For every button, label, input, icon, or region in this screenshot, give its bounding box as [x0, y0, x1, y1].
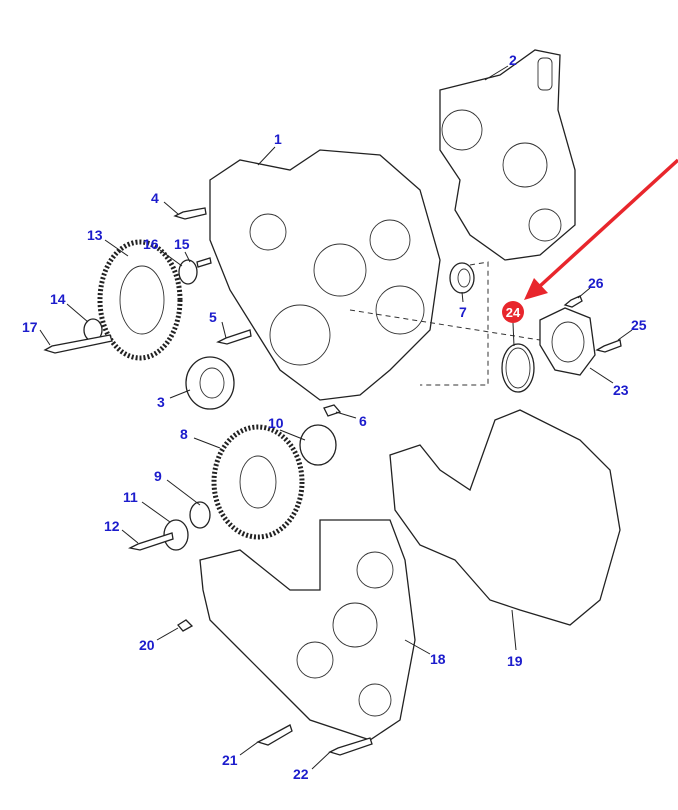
cover-hole: [332, 602, 378, 648]
part-21-bolt[interactable]: [256, 724, 293, 746]
callout-15: 15: [174, 236, 190, 252]
callout-18: 18: [430, 651, 446, 667]
callout-24: 24: [506, 305, 521, 320]
part-3-bushing[interactable]: [185, 356, 235, 410]
callout-25: 25: [631, 317, 647, 333]
part-22-bolt[interactable]: [328, 737, 373, 756]
callout-10: 10: [268, 415, 284, 431]
cover-hole: [358, 683, 392, 717]
callout-labels: 1 2 3 4 5 6 7 8 9 10 11 12 13 14 15 16 1…: [22, 52, 647, 782]
part-8-gear[interactable]: [211, 424, 305, 540]
callout-8: 8: [180, 426, 188, 442]
housing-bore: [313, 243, 367, 297]
gear-hub: [119, 265, 165, 335]
part-17-bolt[interactable]: [43, 334, 113, 354]
callout-23: 23: [613, 382, 629, 398]
part-18-front-cover[interactable]: [199, 519, 416, 741]
o-ring-inner: [505, 347, 531, 389]
callout-14: 14: [50, 291, 66, 307]
gasket-hole: [528, 208, 562, 242]
callout-20: 20: [139, 637, 155, 653]
callout-13: 13: [87, 227, 103, 243]
gasket-hole: [441, 109, 483, 151]
gear-hub: [239, 455, 277, 509]
callout-22: 22: [293, 766, 309, 782]
seal-inner: [457, 268, 471, 288]
part-19-cover-gasket[interactable]: [389, 409, 621, 626]
part-10-hub[interactable]: [299, 424, 337, 466]
highlight-arrow: [524, 158, 678, 300]
callout-3: 3: [157, 394, 165, 410]
part-6-bolt[interactable]: [323, 404, 342, 417]
callout-19: 19: [507, 653, 523, 669]
part-9-washer[interactable]: [189, 501, 211, 529]
callout-11: 11: [123, 489, 138, 505]
callout-16: 16: [143, 236, 159, 252]
part-2-gasket[interactable]: [439, 49, 576, 261]
callout-7: 7: [459, 304, 467, 320]
part-25-bolt[interactable]: [595, 339, 622, 353]
seal-housing-bore: [551, 321, 585, 363]
bushing-inner: [199, 367, 225, 399]
cover-hole: [296, 641, 334, 679]
callout-1: 1: [274, 131, 282, 147]
part-1-timing-housing[interactable]: [209, 149, 441, 401]
part-4-bolt[interactable]: [173, 207, 207, 220]
part-12-bolt[interactable]: [128, 532, 174, 551]
part-20-bolt[interactable]: [177, 619, 194, 632]
part-23-seal-housing[interactable]: [539, 307, 596, 376]
gasket-hole: [502, 142, 548, 188]
part-16-washer[interactable]: [178, 259, 198, 285]
part-15-pin[interactable]: [196, 257, 212, 268]
callout-12: 12: [104, 518, 120, 534]
gasket-slot: [537, 57, 553, 91]
callout-2: 2: [509, 52, 517, 68]
housing-bore: [375, 285, 425, 335]
part-13-gear[interactable]: [97, 239, 183, 361]
part-5-bolt[interactable]: [216, 329, 252, 345]
dashed-alignment-line: [420, 261, 489, 386]
housing-bore: [369, 219, 411, 261]
housing-bore: [269, 304, 331, 366]
callout-6: 6: [359, 413, 367, 429]
callout-5: 5: [209, 309, 217, 325]
part-24-o-ring[interactable]: [501, 343, 535, 393]
callout-17: 17: [22, 319, 38, 335]
part-26-bolt[interactable]: [563, 295, 583, 308]
leader-lines: [39, 65, 633, 770]
callout-4: 4: [151, 190, 159, 206]
cover-hole: [356, 551, 394, 589]
callout-21: 21: [222, 752, 238, 768]
callout-24-badge: [502, 301, 524, 323]
housing-bore: [249, 213, 287, 251]
callout-26: 26: [588, 275, 604, 291]
callout-9: 9: [154, 468, 162, 484]
